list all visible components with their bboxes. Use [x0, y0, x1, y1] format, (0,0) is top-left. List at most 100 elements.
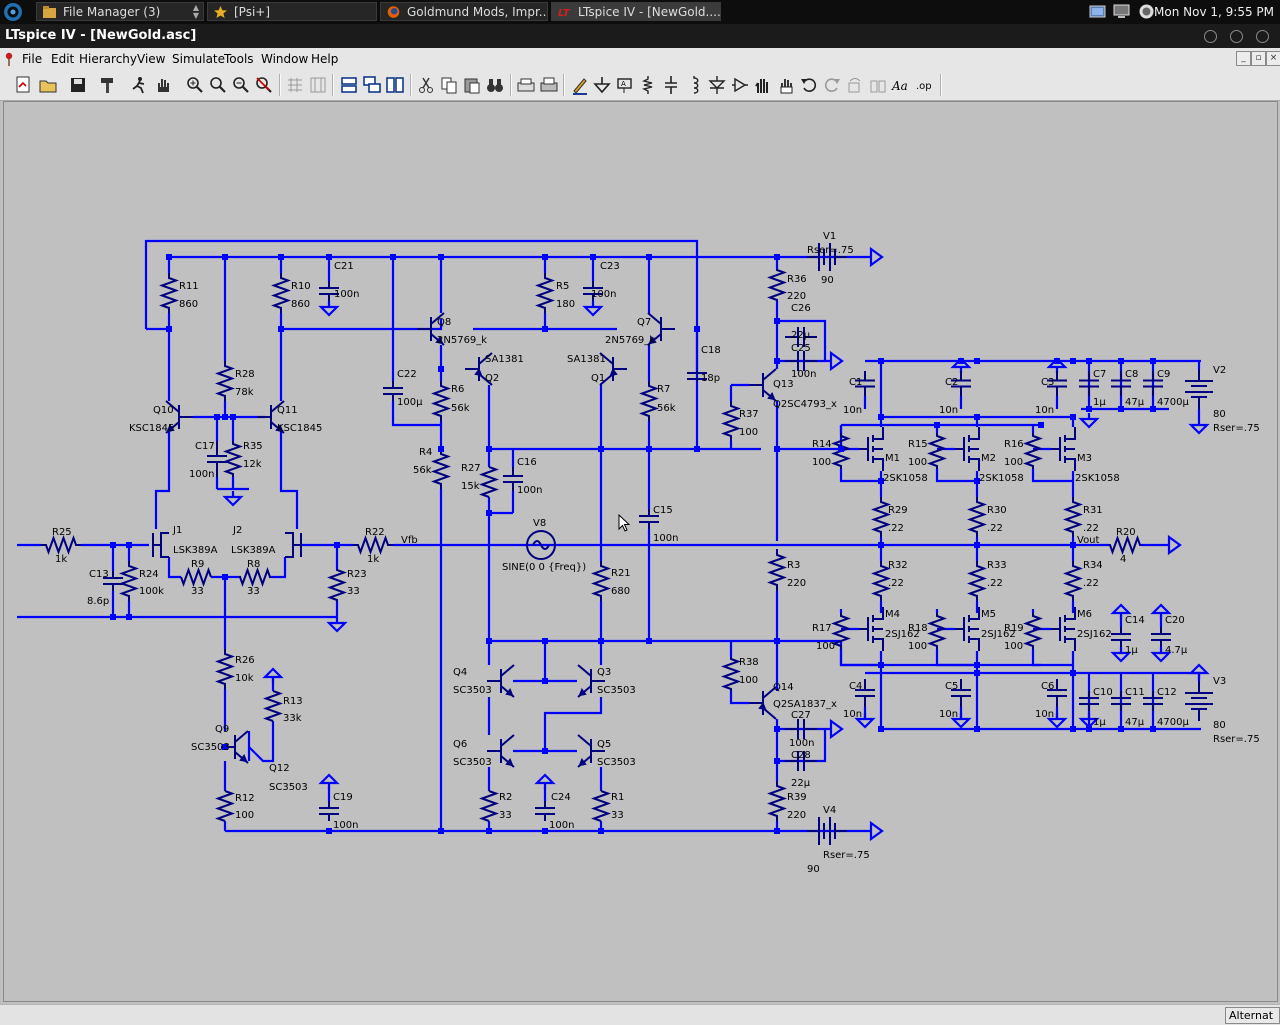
resistor	[1063, 561, 1083, 601]
rotate-icon[interactable]	[845, 75, 865, 95]
start-menu-icon[interactable]	[3, 2, 23, 22]
component-label: 80	[1213, 720, 1226, 731]
menu-help[interactable]: Help	[311, 52, 339, 66]
autorange-icon[interactable]	[285, 75, 305, 95]
volume-icon[interactable]	[1138, 3, 1155, 20]
print-icon[interactable]	[539, 75, 559, 95]
menu-file[interactable]: File	[22, 52, 43, 66]
menu-tools[interactable]: Tools	[224, 52, 254, 66]
menu-window[interactable]: Window	[261, 52, 309, 66]
capacitor	[1079, 691, 1099, 711]
grid-icon[interactable]	[308, 75, 328, 95]
mdi-restore-icon[interactable]: ▫	[1251, 51, 1266, 66]
spice-directive-icon[interactable]: .op	[914, 75, 934, 95]
mdi-minimize-icon[interactable]: _	[1236, 51, 1251, 66]
component-label: C28	[791, 750, 811, 761]
pan-icon[interactable]	[208, 75, 228, 95]
junction	[958, 358, 964, 364]
menu-edit[interactable]: Edit	[51, 52, 75, 66]
mirror-icon[interactable]	[868, 75, 888, 95]
mosfet	[1051, 427, 1076, 471]
schematic-drawing[interactable]: R11860R10860C21100nR5180C23100nV1Rser=.7…	[4, 102, 1279, 1003]
component-label: Rser=.75	[1213, 734, 1260, 745]
task-file-manager[interactable]: File Manager (3) ▲▼	[36, 2, 204, 21]
ground-icon[interactable]	[592, 75, 612, 95]
cascade-icon[interactable]	[362, 75, 382, 95]
undo-icon[interactable]	[799, 75, 819, 95]
copy-icon[interactable]	[439, 75, 459, 95]
maximize-icon[interactable]	[1230, 30, 1243, 43]
junction	[278, 326, 284, 332]
svg-text:Aa: Aa	[891, 79, 908, 93]
task-ltspice[interactable]: LT LTspice IV - [NewGold....	[551, 2, 721, 21]
move-hand-icon[interactable]	[753, 75, 773, 95]
drag-hand-icon[interactable]	[776, 75, 796, 95]
minimize-icon[interactable]	[1204, 30, 1217, 43]
menu-view[interactable]: View	[137, 52, 166, 66]
component-label: R35	[243, 441, 263, 452]
component-label: R13	[283, 696, 303, 707]
resistor	[238, 567, 272, 587]
transistor	[577, 734, 605, 768]
resistor-icon[interactable]	[638, 75, 658, 95]
tile-vertical-icon[interactable]	[385, 75, 405, 95]
print-setup-icon[interactable]	[516, 75, 536, 95]
paste-icon[interactable]	[462, 75, 482, 95]
diode-icon[interactable]	[707, 75, 727, 95]
find-binoculars-icon[interactable]	[485, 75, 505, 95]
tile-horizontal-icon[interactable]	[339, 75, 359, 95]
zoom-fit-icon[interactable]	[254, 75, 274, 95]
menu-simulate[interactable]: Simulate	[172, 52, 226, 66]
component-label: .22	[888, 523, 904, 534]
component-label: 220	[787, 291, 806, 302]
control-panel-hammer-icon[interactable]	[98, 75, 118, 95]
wires[interactable]	[17, 239, 1210, 842]
new-schematic-icon[interactable]	[14, 75, 34, 95]
label-net-icon[interactable]: A	[615, 75, 635, 95]
resistor	[831, 613, 851, 649]
display-icon[interactable]	[1113, 3, 1130, 20]
wire	[935, 469, 977, 483]
junction	[542, 254, 548, 260]
window-titlebar[interactable]: LTspice IV - [NewGold.asc]	[0, 24, 1280, 48]
zoom-in-icon[interactable]	[185, 75, 205, 95]
network-icon[interactable]	[1089, 3, 1106, 20]
component-label: C27	[791, 710, 811, 721]
text-icon[interactable]: Aa	[891, 75, 911, 95]
component-icon[interactable]	[730, 75, 750, 95]
junction	[438, 254, 444, 260]
component-label: C25	[791, 343, 811, 354]
close-icon[interactable]	[1256, 30, 1269, 43]
draw-wire-pencil-icon[interactable]	[570, 75, 590, 95]
save-icon[interactable]	[68, 75, 88, 95]
clock[interactable]: Mon Nov 1, 9:55 PM	[1154, 5, 1274, 19]
wire	[279, 431, 299, 529]
components[interactable]	[41, 243, 1213, 845]
capacitor	[103, 571, 123, 591]
redo-icon[interactable]	[822, 75, 842, 95]
task-psi[interactable]: [Psi+]	[207, 2, 377, 21]
zoom-out-icon[interactable]	[231, 75, 251, 95]
junction	[390, 254, 396, 260]
task-spinner-icon[interactable]: ▲▼	[192, 3, 199, 20]
component-label: 100n	[549, 820, 574, 831]
schematic-doc-icon[interactable]	[4, 52, 14, 66]
junction	[222, 414, 228, 420]
task-firefox[interactable]: Goldmund Mods, Impr...	[380, 2, 548, 21]
component-label: C19	[333, 792, 353, 803]
component-label: R36	[787, 274, 807, 285]
halt-hand-icon[interactable]	[153, 75, 173, 95]
menu-hierarchy[interactable]: Hierarchy	[79, 52, 138, 66]
run-simulation-icon[interactable]	[129, 75, 149, 95]
capacitor-icon[interactable]	[661, 75, 681, 95]
mdi-close-icon[interactable]: ×	[1266, 51, 1280, 66]
inductor-icon[interactable]	[684, 75, 704, 95]
cut-icon[interactable]	[416, 75, 436, 95]
component-label: 80	[1213, 409, 1226, 420]
capacitor	[951, 371, 971, 396]
component-labels: R11860R10860C21100nR5180C23100nV1Rser=.7…	[52, 231, 1260, 875]
component-label: R20	[1116, 527, 1136, 538]
open-folder-icon[interactable]	[38, 75, 58, 95]
junction	[974, 478, 980, 484]
